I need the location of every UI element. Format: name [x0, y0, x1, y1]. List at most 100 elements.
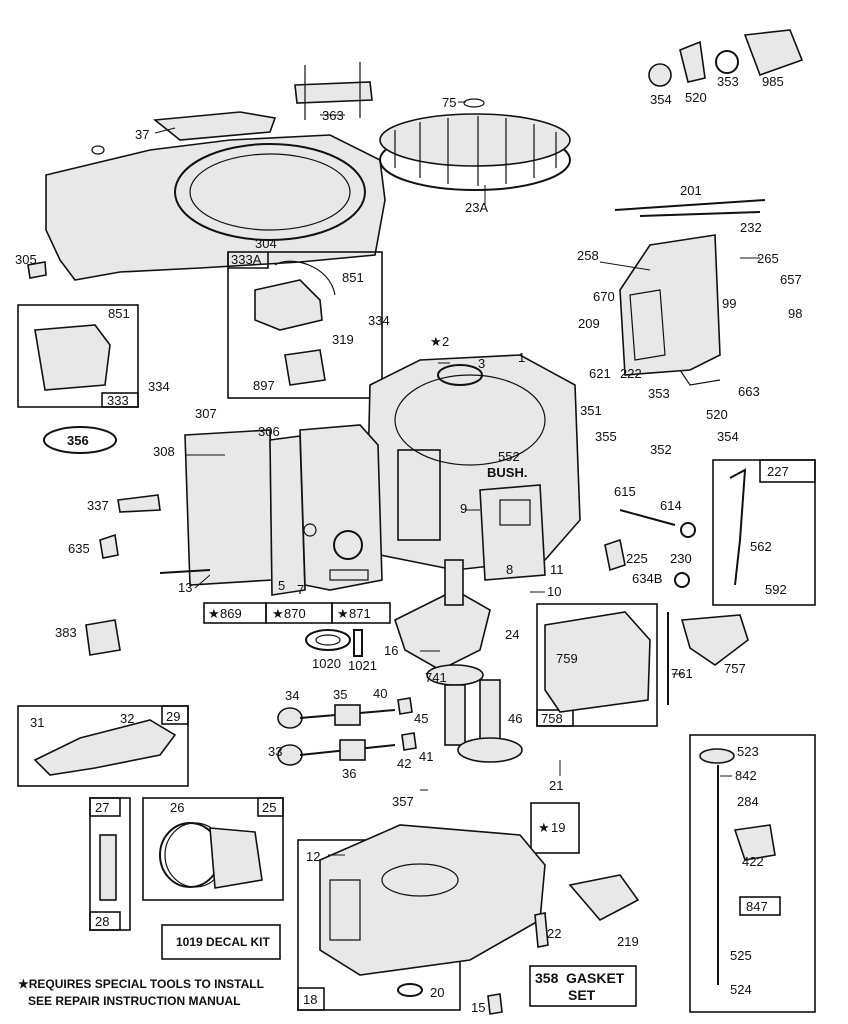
label-897: 897 — [253, 378, 275, 393]
ring-356 — [43, 426, 117, 454]
gasket-set-label-1: GASKET — [566, 970, 625, 986]
governor-link — [604, 509, 696, 588]
bracket-363 — [294, 62, 373, 120]
label-333: 333 — [107, 393, 129, 408]
label-3: 3 — [478, 356, 485, 371]
label-230: 230 — [670, 551, 692, 566]
label-308: 308 — [153, 444, 175, 459]
label-383: 383 — [55, 625, 77, 640]
label-36: 36 — [342, 766, 356, 781]
small-hardware-left — [27, 261, 211, 656]
label-222: 222 — [620, 366, 642, 381]
label-16: 16 — [384, 643, 398, 658]
label-225: 225 — [626, 551, 648, 566]
box-304 — [227, 251, 383, 399]
lever-562 — [729, 468, 747, 586]
label-304: 304 — [255, 236, 277, 251]
gasket-set-number: 358 — [535, 970, 559, 986]
label-27: 27 — [95, 800, 109, 815]
label-star-19: ★ — [538, 820, 550, 835]
footnote-line-2: SEE REPAIR INSTRUCTION MANUAL — [28, 994, 240, 1008]
gasket-set-box — [529, 965, 637, 1007]
label-307: 307 — [195, 406, 217, 421]
label-592: 592 — [765, 582, 787, 597]
label-32: 32 — [120, 711, 134, 726]
label-11: 11 — [550, 562, 564, 577]
label-12: 12 — [306, 849, 320, 864]
label-26: 26 — [170, 800, 184, 815]
label-28: 28 — [95, 914, 109, 929]
label-1: 1 — [518, 350, 525, 365]
label-351: 351 — [580, 403, 602, 418]
label-25: 25 — [262, 800, 276, 815]
box-28-tab — [89, 911, 121, 931]
label-258: 258 — [577, 248, 599, 263]
label-663: 663 — [738, 384, 760, 399]
label-5: 5 — [278, 578, 285, 593]
label-552: 552 — [498, 449, 520, 464]
label-35: 35 — [333, 687, 347, 702]
crankshaft — [394, 559, 491, 671]
label-356: 356 — [67, 433, 89, 448]
label-star-869: ★ — [208, 606, 220, 621]
label-98: 98 — [788, 306, 802, 321]
label-10: 10 — [547, 584, 561, 599]
label-354b: 354 — [717, 429, 739, 444]
box-dipstick — [689, 734, 816, 1013]
label-bush: BUSH. — [487, 465, 527, 480]
decal-kit-box — [161, 924, 281, 960]
label-871: 871 — [349, 606, 371, 621]
label-8: 8 — [506, 562, 513, 577]
label-353b: 353 — [648, 386, 670, 401]
pin-28 — [99, 834, 117, 901]
label-870: 870 — [284, 606, 306, 621]
label-star-870: ★ — [272, 606, 284, 621]
bracket-219 — [568, 874, 640, 922]
label-614: 614 — [660, 498, 682, 513]
plug-15 — [487, 993, 503, 1015]
label-985: 985 — [762, 74, 784, 89]
label-353a: 353 — [717, 74, 739, 89]
label-24: 24 — [505, 627, 519, 642]
label-34: 34 — [285, 688, 299, 703]
rods — [614, 199, 766, 217]
label-22: 22 — [547, 926, 561, 941]
counterweight-758 — [544, 611, 651, 713]
label-842: 842 — [735, 768, 757, 783]
valves — [277, 697, 417, 766]
cylinder-block — [367, 354, 581, 571]
label-2: 2 — [442, 334, 449, 349]
label-13: 13 — [178, 580, 192, 595]
label-758: 758 — [541, 711, 563, 726]
label-355: 355 — [595, 429, 617, 444]
link-757 — [680, 614, 749, 666]
label-635: 635 — [68, 541, 90, 556]
label-star-2: ★ — [430, 334, 442, 349]
label-657: 657 — [780, 272, 802, 287]
box-333-tab — [101, 392, 139, 408]
label-741: 741 — [425, 670, 447, 685]
label-227: 227 — [767, 464, 789, 479]
seal-20 — [397, 983, 423, 997]
label-33: 33 — [268, 744, 282, 759]
label-354a: 354 — [650, 92, 672, 107]
label-209: 209 — [578, 316, 600, 331]
footnote-line-1: ★REQUIRES SPECIAL TOOLS TO INSTALL — [18, 977, 264, 991]
label-232: 232 — [740, 220, 762, 235]
label-21: 21 — [549, 778, 563, 793]
label-869: 869 — [220, 606, 242, 621]
label-634B: 634B — [632, 571, 662, 586]
label-520a: 520 — [685, 90, 707, 105]
box-29-tab — [161, 705, 189, 725]
label-45: 45 — [414, 711, 428, 726]
part-labels: 37 363 75 354 520 353 985 23A 201 232 30… — [15, 74, 802, 1015]
label-41: 41 — [419, 749, 433, 764]
connecting-rod — [33, 719, 177, 776]
label-847: 847 — [746, 899, 768, 914]
box-758-tab — [536, 709, 574, 727]
decal-kit-label: 1019 DECAL KIT — [176, 935, 270, 949]
box-19 — [530, 802, 580, 854]
label-40: 40 — [373, 686, 387, 701]
box-333 — [17, 304, 139, 408]
label-759: 759 — [556, 651, 578, 666]
